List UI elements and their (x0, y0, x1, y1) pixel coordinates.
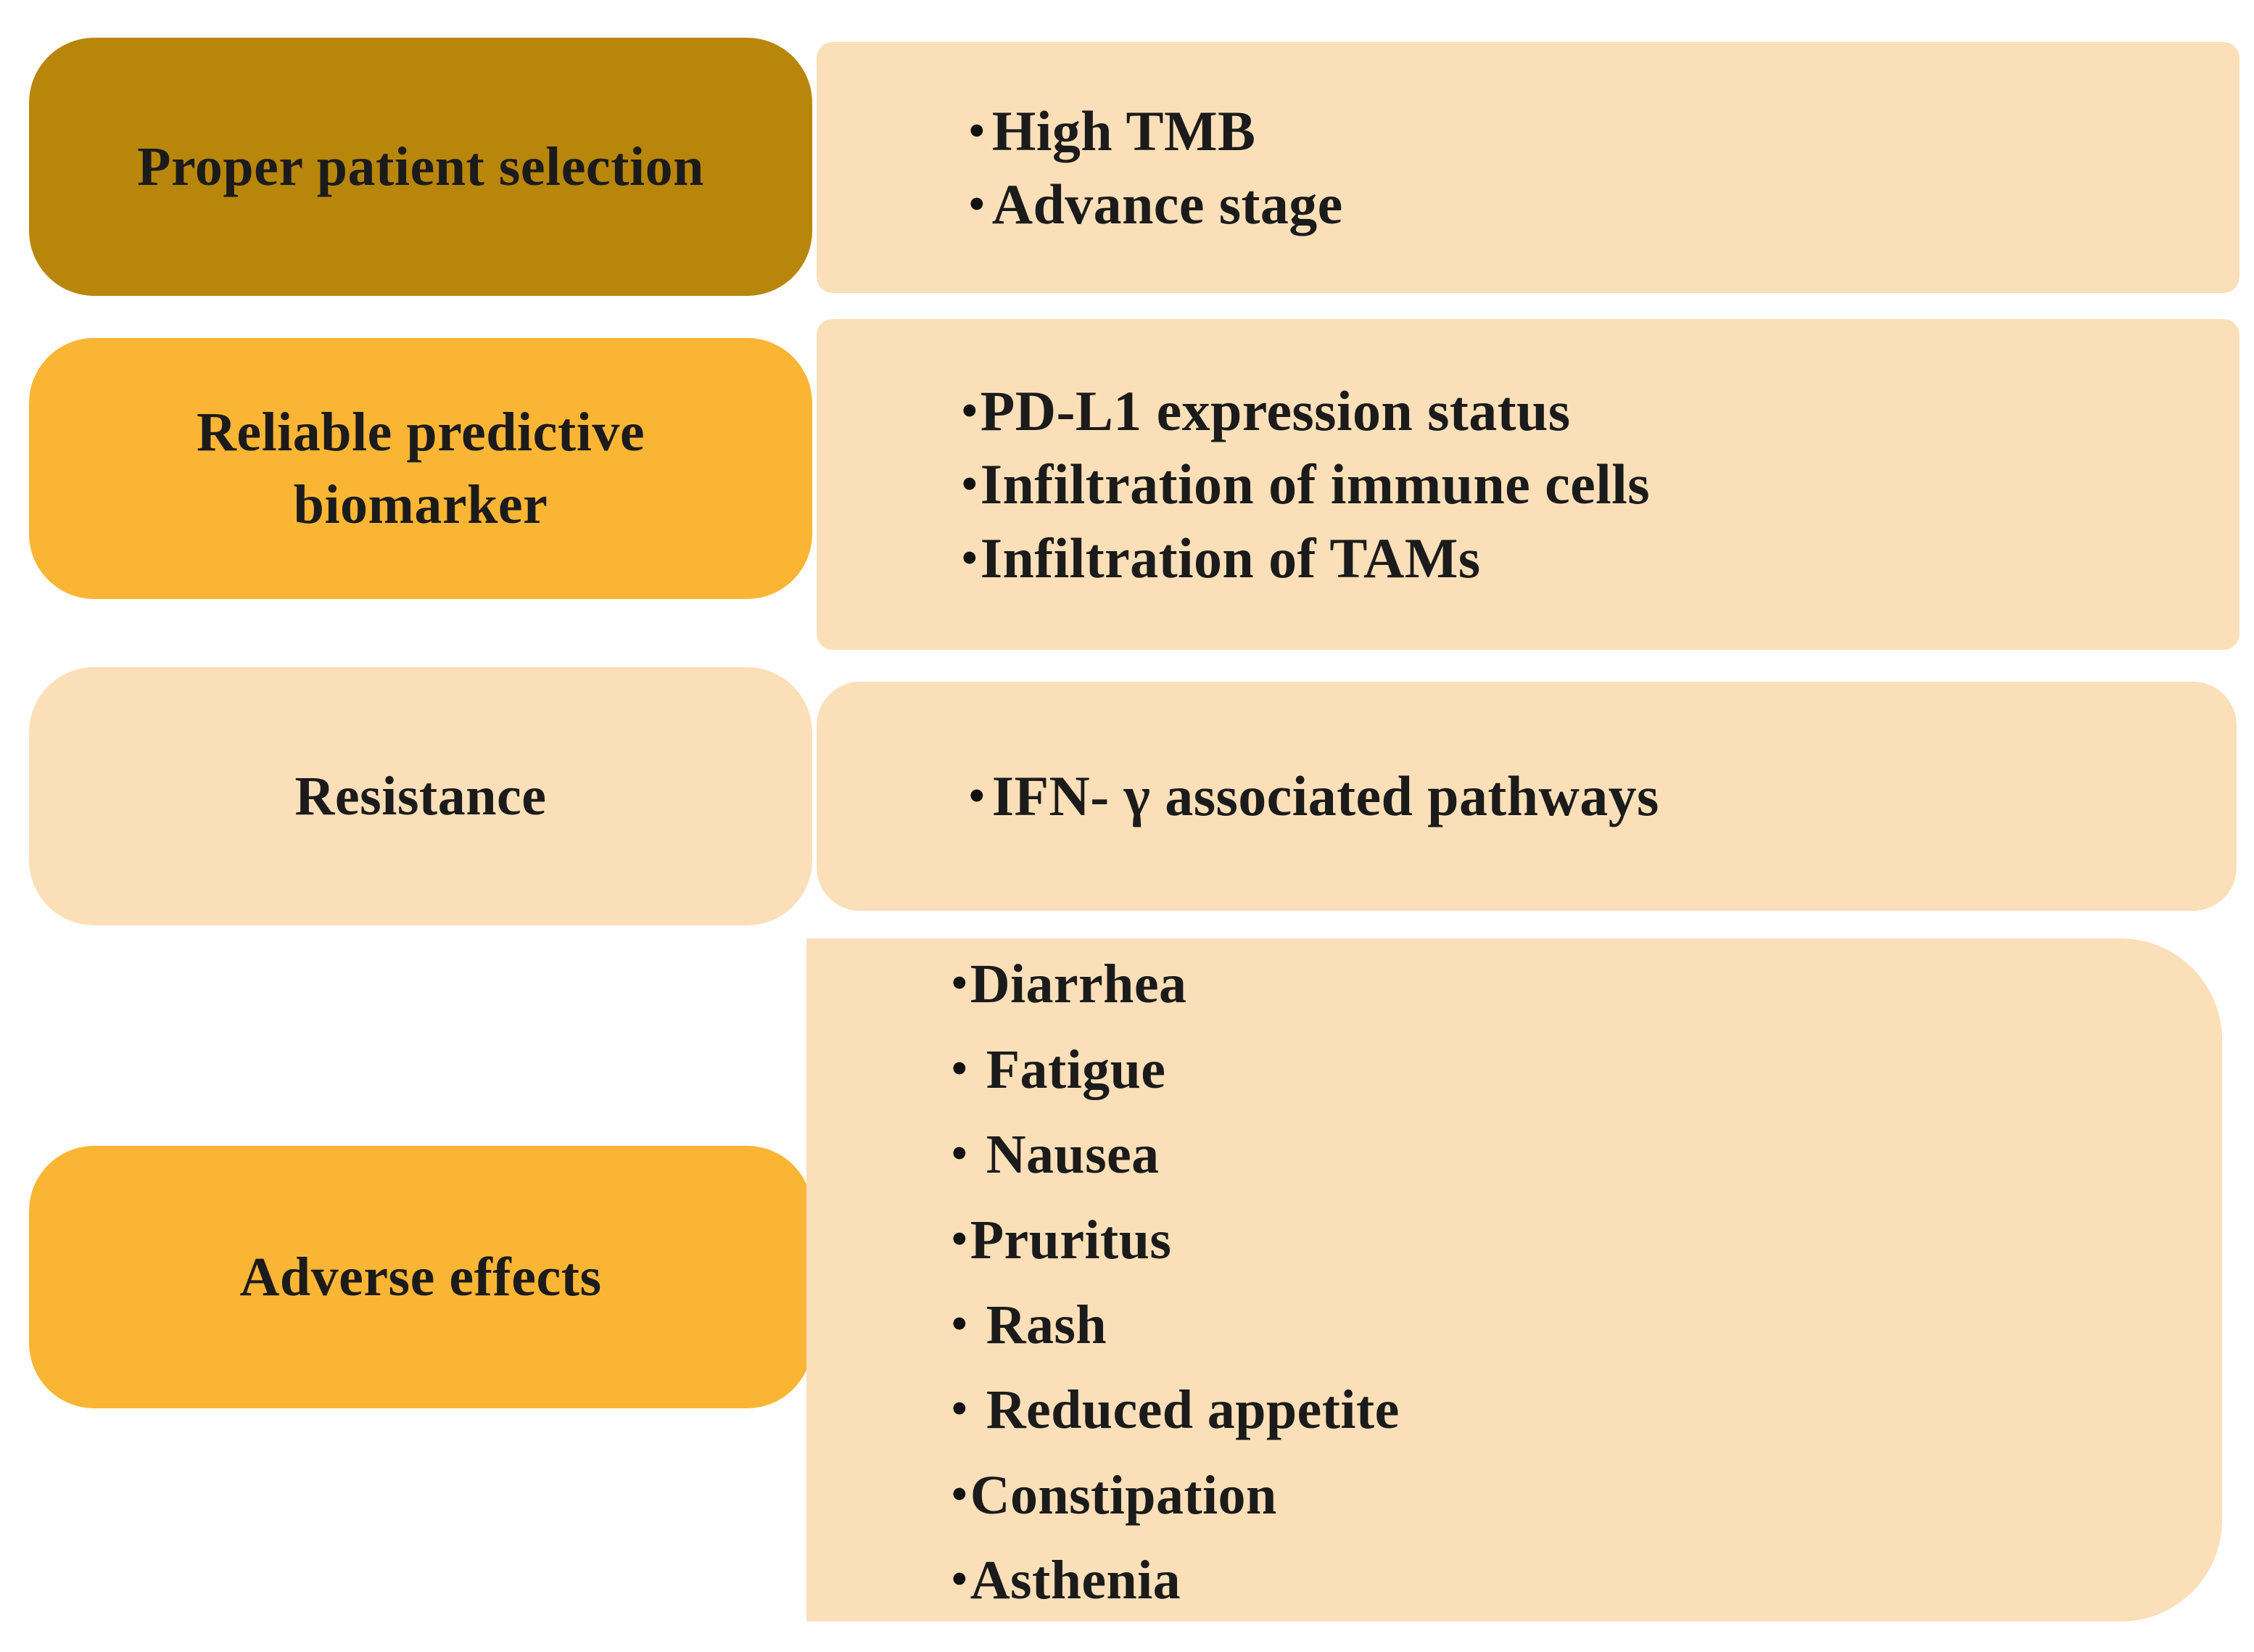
list-item: • Infiltration of immune cells (817, 447, 2239, 521)
bullet-text: Reduced appetite (986, 1379, 1400, 1441)
bullet-dot-icon: • (962, 386, 978, 436)
bullet-dot-icon: • (951, 1044, 967, 1094)
list-item: • Reduced appetite (806, 1368, 2222, 1453)
list-item: • Infiltration of TAMs (817, 521, 2239, 595)
category-label-line1: Reliable predictive (196, 401, 645, 463)
list-item: • Nausea (806, 1112, 2222, 1197)
category-label: Resistance (294, 765, 547, 827)
list-item: • PD-L1 expression status (817, 374, 2239, 447)
bullet-list: • High TMB • Advance stage (817, 94, 2239, 241)
list-item: • High TMB (817, 94, 2239, 168)
bullet-box-resistance: • IFN- γ associated pathways (817, 682, 2237, 911)
bullet-dot-icon: • (969, 772, 985, 822)
bullet-text: Fatigue (986, 1038, 1166, 1100)
bullet-dot-icon: • (951, 1469, 967, 1519)
list-item: • Constipation (806, 1453, 2222, 1538)
bullet-dot-icon: • (969, 106, 985, 156)
bullet-text: Infiltration of TAMs (980, 526, 1481, 590)
bullet-text: PD-L1 expression status (980, 379, 1571, 442)
bullet-dot-icon: • (951, 1384, 967, 1434)
bullet-list: • Diarrhea • Fatigue • Nausea • Pruritus… (806, 942, 2222, 1623)
bullet-box-proper-patient-selection: • High TMB • Advance stage (817, 42, 2239, 293)
bullet-text: High TMB (991, 99, 1256, 162)
category-label: Reliable predictive biomarker (197, 396, 645, 542)
bullet-text: Nausea (986, 1124, 1160, 1186)
category-label-line2: biomarker (293, 474, 548, 535)
bullet-text: Infiltration of immune cells (980, 453, 1651, 516)
bullet-dot-icon: • (951, 1214, 967, 1264)
category-box-reliable-predictive-biomarker: Reliable predictive biomarker (29, 338, 812, 599)
bullet-dot-icon: • (962, 533, 978, 583)
bullet-dot-icon: • (951, 1555, 967, 1605)
category-label: Proper patient selection (137, 136, 704, 197)
category-label: Adverse effects (239, 1246, 602, 1308)
list-item: • Pruritus (806, 1198, 2222, 1283)
bullet-dot-icon: • (951, 959, 967, 1009)
list-item: • IFN- γ associated pathways (817, 759, 2237, 833)
list-item: • Asthenia (806, 1538, 2222, 1623)
list-item: • Advance stage (817, 168, 2239, 241)
bullet-text: Advance stage (991, 173, 1343, 236)
bullet-text: Constipation (970, 1464, 1277, 1526)
bullet-text: Diarrhea (970, 954, 1187, 1015)
bullet-list: • PD-L1 expression status • Infiltration… (817, 374, 2239, 595)
bullet-dot-icon: • (969, 180, 985, 229)
bullet-dot-icon: • (951, 1300, 967, 1349)
list-item: • Fatigue (806, 1028, 2222, 1112)
bullet-text: IFN- γ associated pathways (991, 764, 1659, 828)
list-item: • Diarrhea (806, 942, 2222, 1027)
bullet-list: • IFN- γ associated pathways (817, 759, 2237, 833)
bullet-dot-icon: • (951, 1129, 967, 1179)
bullet-box-reliable-predictive-biomarker: • PD-L1 expression status • Infiltration… (817, 319, 2239, 650)
bullet-box-adverse-effects: • Diarrhea • Fatigue • Nausea • Pruritus… (806, 938, 2222, 1622)
bullet-text: Rash (986, 1294, 1107, 1355)
bullet-text: Pruritus (970, 1209, 1172, 1271)
bullet-text: Asthenia (970, 1550, 1181, 1611)
category-box-adverse-effects: Adverse effects (29, 1146, 812, 1408)
bullet-dot-icon: • (962, 460, 978, 510)
category-box-resistance: Resistance (29, 667, 812, 925)
category-box-proper-patient-selection: Proper patient selection (29, 38, 812, 296)
list-item: • Rash (806, 1283, 2222, 1368)
